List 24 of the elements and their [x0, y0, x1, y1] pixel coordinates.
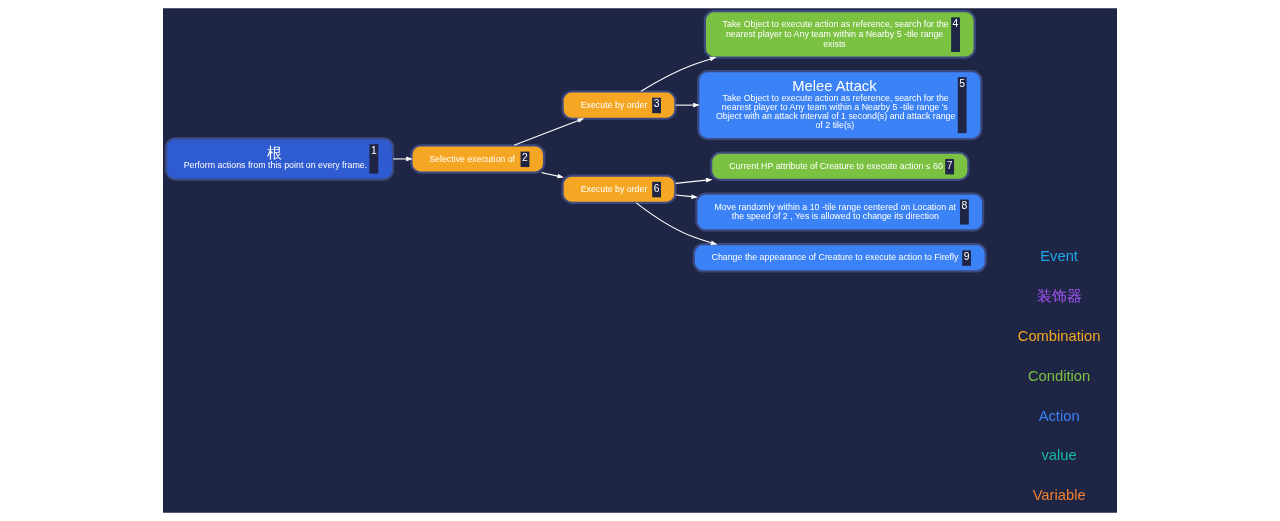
node-box: Execute by order 6 [561, 174, 677, 204]
arrow [675, 102, 700, 108]
label: Condition [1027, 367, 1091, 384]
arrow [640, 56, 717, 92]
node-box: Current HP attribute of Creature to execute action ≤ 60 7 [710, 151, 970, 182]
label: Variable [1032, 487, 1086, 504]
label: value [1041, 447, 1077, 464]
label: Event [1040, 248, 1078, 265]
node-box: Execute by order 3 [561, 90, 677, 120]
arrow [635, 202, 718, 245]
label: Action [1038, 407, 1080, 424]
arrow [675, 177, 713, 184]
node-box: Change the appearance of Creature to execute action to Firefly 9 [692, 243, 987, 273]
node-box: Take Object to execute action as reference, search for the nearest player to Any team within a Nearby 5 -tile range exists 4 [703, 10, 976, 59]
arrow [675, 194, 698, 199]
label: 装饰器 [1036, 288, 1082, 305]
arrow [392, 156, 413, 162]
label: Combination [1017, 328, 1101, 345]
node-box: Melee Attack Take Object to execute action as reference, search for the nearest player to Any team within a Nearby 5 -tile range 's Object with an attack interval of 1 second(s) and attack range of 2 tile(s) 5 [697, 70, 983, 141]
arrow [513, 118, 585, 146]
node-box: Selective execution of 2 [410, 144, 546, 174]
node-box: 根 Perform actions from this point on every frame. 1 [164, 137, 395, 181]
node-box: Move randomly within a 10 -tile range centered on Location at the speed of 2 , Yes is allowed to change its direction 8 [695, 192, 985, 232]
arrow [541, 172, 565, 179]
